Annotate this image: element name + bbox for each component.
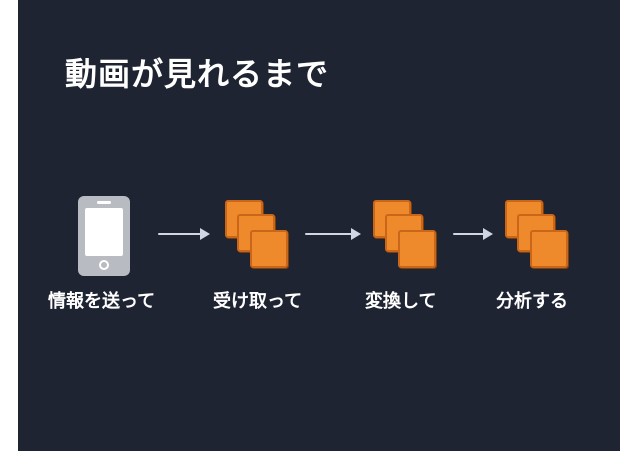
slide: 動画が見れるまで 情報を送って 受け取って 変換して 分析する xyxy=(18,0,620,451)
server-stack-icon xyxy=(225,200,289,274)
server-instance xyxy=(250,230,288,268)
arrow-right-icon xyxy=(158,228,210,240)
smartphone-icon xyxy=(78,196,130,276)
step-label-send: 情報を送って xyxy=(48,291,156,312)
server-stack-icon xyxy=(505,200,569,274)
step-label-receive: 受け取って xyxy=(213,291,303,312)
slide-title: 動画が見れるまで xyxy=(65,55,330,93)
server-instance xyxy=(398,230,436,268)
step-label-analyze: 分析する xyxy=(496,291,568,312)
arrow-right-icon xyxy=(453,228,493,240)
phone-home-button xyxy=(99,260,109,270)
phone-speaker xyxy=(97,201,111,204)
step-label-convert: 変換して xyxy=(365,291,437,312)
arrow-right-icon xyxy=(305,228,361,240)
server-stack-icon xyxy=(373,200,437,274)
server-instance xyxy=(530,230,568,268)
phone-screen xyxy=(85,208,123,256)
